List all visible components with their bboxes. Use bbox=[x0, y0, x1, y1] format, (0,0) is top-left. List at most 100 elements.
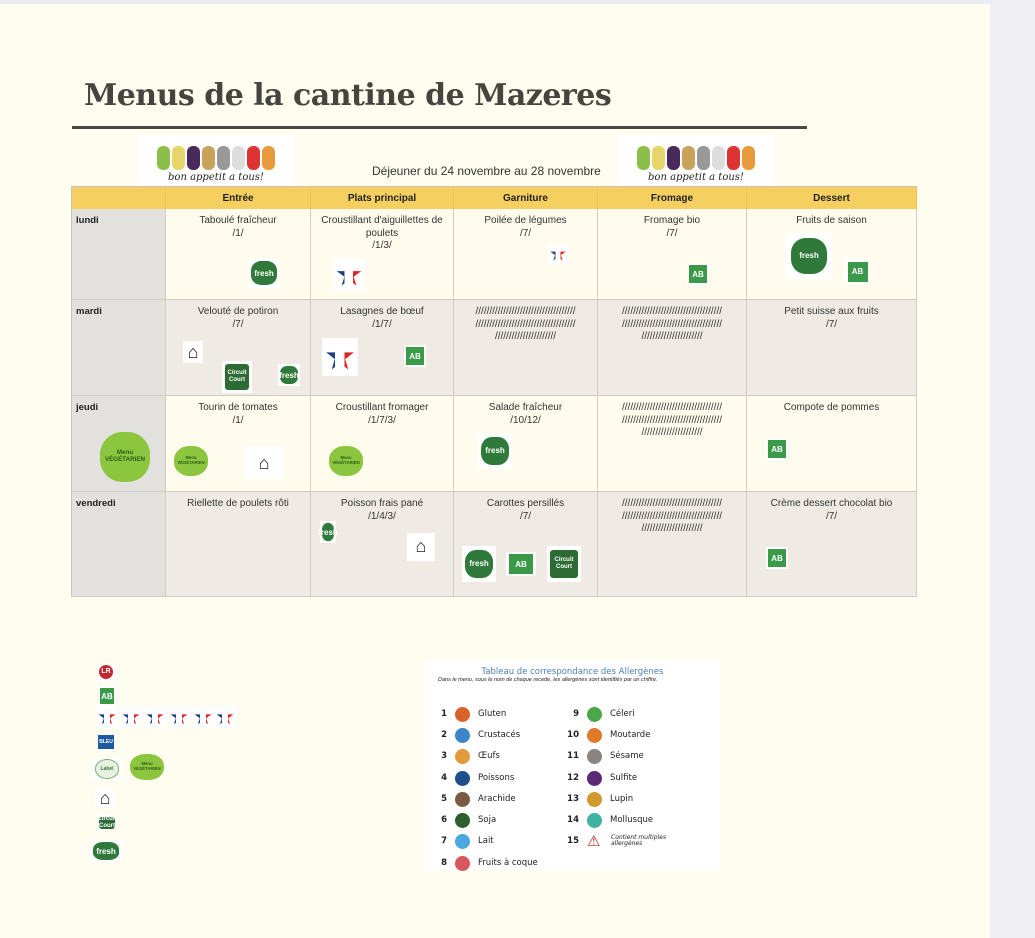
fresh-logo-mark: fresh bbox=[318, 523, 338, 541]
allergen-label: Sésame bbox=[610, 751, 644, 761]
allergen-row: 9 Céleri bbox=[557, 706, 635, 722]
vegetables-illustration bbox=[637, 146, 755, 170]
organic-ab-logo: AB bbox=[98, 686, 116, 706]
vegetarian-menu-logo: Menu VÉGÉTARIEN bbox=[100, 432, 150, 482]
allergen-number: 11 bbox=[567, 751, 579, 761]
allergen-icon bbox=[455, 855, 470, 871]
allergen-label: Lupin bbox=[610, 794, 634, 804]
column-header: Entrée bbox=[166, 187, 311, 209]
vegetarian-menu-logo: Menu VÉGÉTARIEN bbox=[174, 446, 208, 476]
menu-cell: Croustillant fromager/1/7/3/ bbox=[311, 396, 454, 492]
french-origin-star-logo bbox=[214, 706, 236, 728]
label-rouge-logo-mark: LR bbox=[98, 664, 114, 680]
fresh-logo: fresh bbox=[478, 433, 512, 469]
allergen-icon bbox=[455, 748, 470, 764]
allergen-codes: /1/4/3/ bbox=[368, 510, 396, 522]
allergen-label: Gluten bbox=[478, 709, 507, 719]
menu-cell: Salade fraîcheur/10/12/ bbox=[454, 396, 598, 492]
bon-appetit-banner-left: bon appetit a tous! bbox=[138, 134, 294, 186]
allergen-row: 11 Sésame bbox=[557, 748, 644, 764]
homemade-icon-mark: ⌂ bbox=[187, 341, 199, 362]
column-header: Garniture bbox=[454, 187, 598, 209]
menu-cell: Fromage bio/7/ bbox=[598, 209, 747, 300]
fresh-logo: fresh bbox=[462, 546, 496, 582]
allergen-table: Tableau de correspondance des Allergènes… bbox=[425, 660, 720, 871]
day-label: vendredi bbox=[72, 492, 166, 597]
menu-cell: Fruits de saison bbox=[747, 209, 917, 300]
circuit-court-logo-mark: Circuit Court bbox=[97, 816, 117, 830]
dish-name: Taboulé fraîcheur bbox=[199, 215, 277, 226]
allergen-label: Sulfite bbox=[610, 773, 638, 783]
fresh-logo: fresh bbox=[278, 364, 300, 386]
organic-ab-logo-mark: AB bbox=[509, 554, 533, 574]
dish-name: Poilée de légumes bbox=[484, 215, 567, 226]
french-origin-star-logo bbox=[192, 706, 214, 728]
allergen-icon bbox=[587, 770, 602, 786]
french-origin-star-logo-mark bbox=[98, 708, 116, 725]
dish-name: Croustillant fromager bbox=[335, 402, 429, 413]
allergen-number: 8 bbox=[441, 858, 447, 868]
homemade-icon: ⌂ bbox=[95, 788, 115, 808]
allergen-label: Œufs bbox=[478, 751, 500, 761]
french-origin-star-logo-mark bbox=[216, 708, 234, 725]
allergen-number: 15 bbox=[567, 836, 579, 846]
circuit-court-logo-mark: Circuit Court bbox=[550, 549, 578, 579]
allergen-codes: /10/12/ bbox=[510, 414, 541, 426]
organic-ab-logo: AB bbox=[506, 552, 536, 576]
allergen-number: 4 bbox=[441, 773, 447, 783]
allergen-label: Mollusque bbox=[610, 815, 654, 825]
allergen-codes: /7/ bbox=[666, 227, 678, 239]
vegetarian-menu-logo: Menu VÉGÉTARIEN bbox=[329, 446, 363, 476]
fresh-logo: fresh bbox=[248, 258, 280, 288]
fresh-logo-mark: fresh bbox=[251, 261, 277, 285]
allergen-number: 7 bbox=[441, 836, 447, 846]
french-origin-star-logo-mark bbox=[194, 708, 212, 725]
allergen-icon bbox=[455, 706, 470, 722]
vegetarian-menu-logo-mark: Menu VÉGÉTARIEN bbox=[329, 446, 363, 476]
homemade-icon: ⌂ bbox=[183, 341, 203, 363]
menu-cell: Taboulé fraîcheur/1/ bbox=[166, 209, 311, 300]
allergen-codes: /7/ bbox=[825, 510, 838, 522]
allergen-codes: /7/ bbox=[519, 510, 532, 522]
allergen-codes: /1/7/ bbox=[372, 318, 392, 330]
allergen-codes: /1/3/ bbox=[372, 240, 392, 251]
allergen-table-subtitle: Dans le menu, sous le nom de chaque rece… bbox=[438, 677, 658, 683]
organic-ab-logo: AB bbox=[845, 259, 870, 284]
french-origin-star-logo bbox=[96, 706, 118, 728]
menu-cell: Tourin de tomates/1/ bbox=[166, 396, 311, 492]
column-header: Fromage bbox=[598, 187, 747, 209]
dish-name: //////////////////////////////////// ///… bbox=[621, 498, 723, 534]
fresh-logo: fresh bbox=[90, 840, 122, 862]
label-rouge-logo: LR bbox=[97, 663, 115, 681]
dish-name: Petit suisse aux fruits bbox=[784, 306, 879, 317]
organic-ab-logo: AB bbox=[404, 345, 426, 367]
page-title: Menus de la cantine de Mazeres bbox=[84, 78, 612, 113]
french-origin-star-logo bbox=[333, 259, 365, 291]
french-origin-star-logo bbox=[548, 244, 568, 264]
organic-ab-logo-mark: AB bbox=[406, 347, 424, 365]
allergen-codes: /1/ bbox=[232, 414, 244, 426]
allergen-icon bbox=[455, 770, 470, 786]
allergen-number: 9 bbox=[573, 709, 579, 719]
french-origin-star-logo bbox=[168, 706, 190, 728]
day-label: lundi bbox=[72, 209, 166, 300]
menu-cell: //////////////////////////////////// ///… bbox=[598, 492, 747, 597]
allergen-row: 15⚠Contient multiples allergènes bbox=[557, 833, 671, 849]
menu-cell: Riellette de poulets rôti bbox=[166, 492, 311, 597]
allergen-number: 1 bbox=[441, 709, 447, 719]
dish-name: Riellette de poulets rôti bbox=[187, 498, 289, 509]
fresh-logo-mark: fresh bbox=[279, 366, 299, 384]
circuit-court-logo-mark: Circuit Court bbox=[225, 364, 249, 390]
blue-label-logo-mark: BLEU bbox=[98, 734, 114, 750]
allergen-codes: /7/ bbox=[232, 318, 244, 330]
blue-label-logo: BLEU bbox=[96, 733, 116, 751]
allergen-codes: /1/ bbox=[232, 227, 244, 239]
menu-cell: Crème dessert chocolat bio/7/ bbox=[747, 492, 917, 597]
allergen-label: Céleri bbox=[610, 709, 635, 719]
dish-name: Lasagnes de bœuf bbox=[340, 306, 424, 317]
